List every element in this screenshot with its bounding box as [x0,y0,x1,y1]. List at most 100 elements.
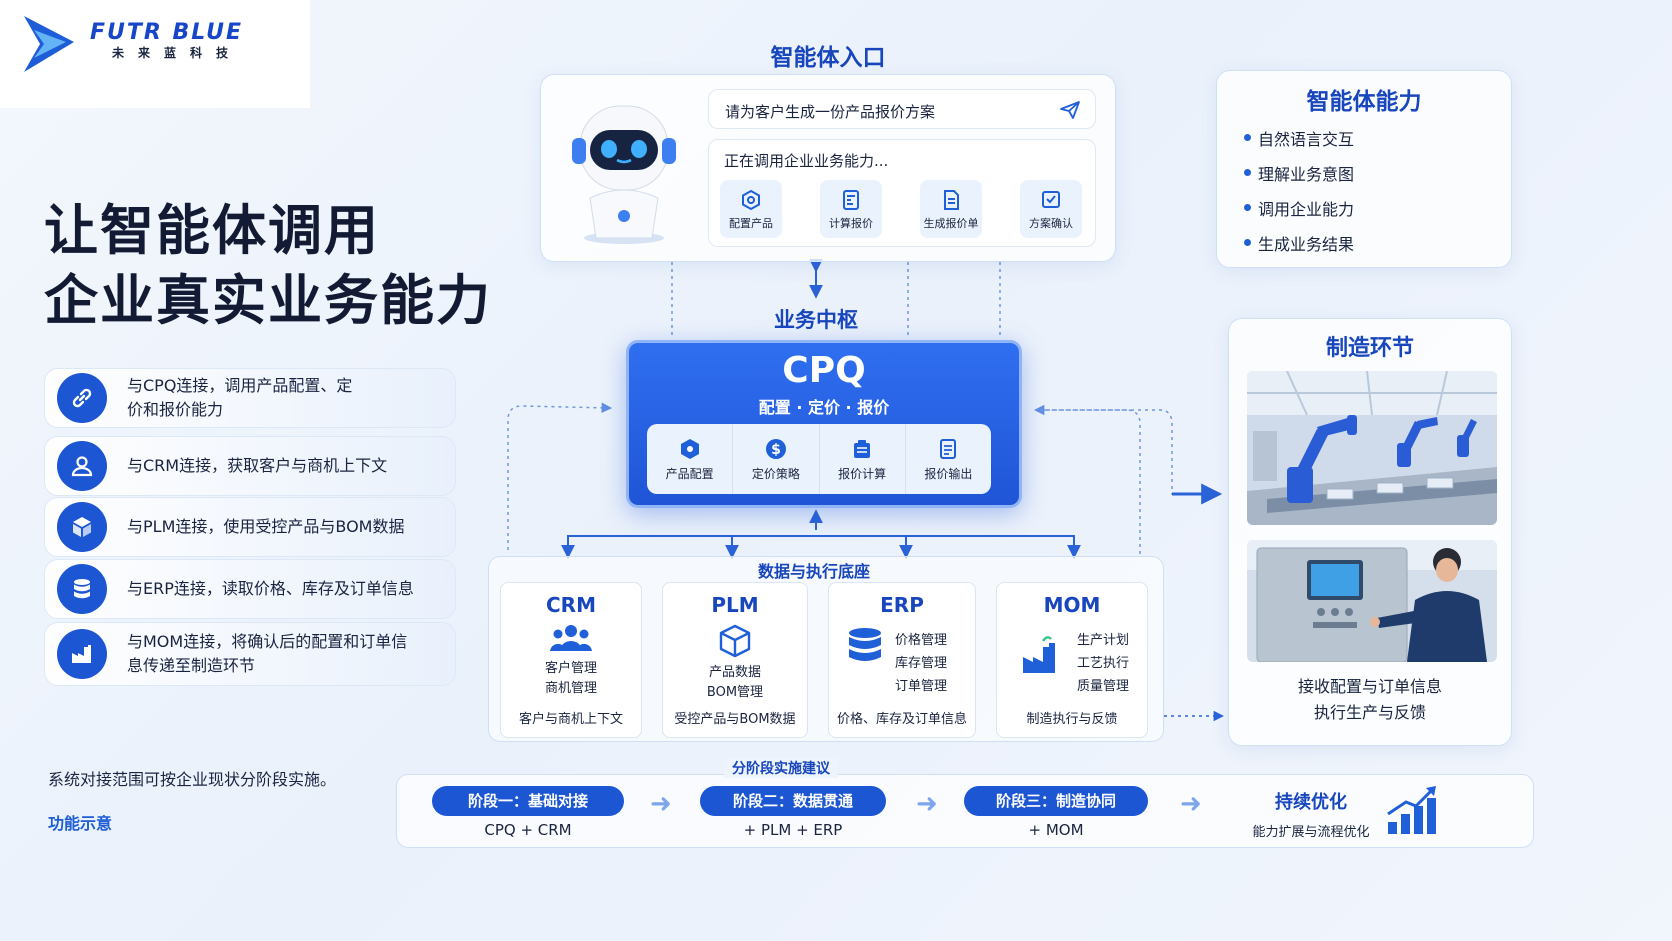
capability-item: 调用企业能力 [1243,196,1354,220]
feature-text: 与MOM连接，将确认后的配置和订单信息传递至制造环节 [127,632,408,675]
final-stage-sub: 能力扩展与流程优化 [1252,825,1370,840]
action-generate-quote[interactable]: 生成报价单 [920,180,982,238]
prompt-text: 请为客户生成一份产品报价方案 [725,103,936,121]
logo-mark-icon [24,16,74,72]
system-item: 工艺执行 [1077,656,1130,671]
stage-3-sub: + MOM [1028,821,1084,839]
stage-1-pill[interactable]: 阶段一：基础对接 [432,786,624,816]
module-product-config[interactable]: 产品配置 [647,424,734,494]
system-card-plm[interactable]: PLM 产品数据 BOM管理 受控产品与BOM数据 [662,582,808,738]
stage-2-sub: + PLM + ERP [743,821,843,839]
feature-text: 与PLM连接，使用受控产品与BOM数据 [127,517,405,536]
feature-item-erp: 与ERP连接，读取价格、库存及订单信息 [44,559,456,619]
headline-line-1: 让智能体调用 [44,199,380,262]
system-item: 质量管理 [1077,679,1130,694]
arrow-right-icon: ➜ [650,789,672,819]
module-label: 报价输出 [924,466,973,481]
feature-item-crm: 与CRM连接，获取客户与商机上下文 [44,436,456,496]
output-icon [940,438,957,459]
system-footer: 制造执行与反馈 [1026,712,1118,727]
calling-status: 正在调用企业业务能力... [724,152,889,170]
action-confirm[interactable]: 方案确认 [1020,180,1082,238]
operator-control-panel-image [1247,540,1497,662]
logo-text: FUTR BLUE [90,20,243,45]
module-label: 报价计算 [838,466,887,481]
demo-link[interactable]: 功能示意 [48,814,113,833]
system-name: CRM [546,593,596,617]
system-footer: 价格、库存及订单信息 [836,712,967,727]
action-label: 计算报价 [829,216,873,230]
feature-item-cpq: 与CPQ连接，调用产品配置、定价和报价能力 [44,368,456,428]
svg-text:$: $ [771,442,781,458]
database-icon [57,564,107,614]
module-quote-calculation[interactable]: 报价计算 [820,424,906,494]
system-card-erp[interactable]: ERP 价格管理 库存管理 订单管理 价格、库存及订单信息 [828,582,976,738]
manufacturing-title: 制造环节 [1325,336,1414,361]
cube-icon [57,502,107,552]
stage-2-pill[interactable]: 阶段二：数据贯通 [700,786,886,816]
implementation-note: 系统对接范围可按企业现状分阶段实施。 [48,770,337,789]
robot-arm-line-image [1247,371,1497,525]
module-quote-output[interactable]: 报价输出 [906,424,991,494]
action-label: 配置产品 [729,216,773,230]
arrow-right-icon: ➜ [916,789,938,819]
system-name: PLM [711,593,759,617]
action-calculate[interactable]: 计算报价 [820,180,882,238]
configure-icon [742,189,760,210]
factory-building-icon [1023,636,1055,673]
system-item: 客户管理 [544,661,597,676]
erp-items: 价格管理 库存管理 订单管理 [895,629,947,698]
capability-panel [1216,70,1512,268]
module-pricing-strategy[interactable]: $ 定价策略 [733,424,820,494]
capability-item: 理解业务意图 [1243,161,1354,185]
cpq-name: CPQ [782,350,866,391]
system-item: 产品数据 [708,665,761,680]
system-item: 生产计划 [1077,633,1130,648]
prompt-input[interactable]: 请为客户生成一份产品报价方案 [708,89,1096,129]
action-label: 方案确认 [1029,216,1073,230]
system-item: 库存管理 [895,656,948,671]
calculation-icon [854,439,871,458]
module-label: 定价策略 [751,466,800,481]
mom-items: 生产计划 工艺执行 质量管理 [1077,629,1129,698]
factory-icon [57,629,107,679]
action-configure[interactable]: 配置产品 [720,180,782,238]
stage-3-pill[interactable]: 阶段三：制造协同 [964,786,1148,816]
send-icon[interactable] [1059,100,1081,120]
action-label: 生成报价单 [923,216,979,230]
manufacturing-line-1: 接收配置与订单信息 [1297,677,1442,696]
manufacturing-line-2: 执行生产与反馈 [1313,703,1426,722]
capability-item: 自然语言交互 [1243,126,1354,150]
database-stack-icon [849,628,881,661]
system-footer: 受控产品与BOM数据 [674,712,796,727]
system-item: 商机管理 [544,681,597,696]
cpq-subtitle: 配置 · 定价 · 报价 [758,398,890,417]
system-item: BOM管理 [706,685,764,700]
headline: 让智能体调用 企业真实业务能力 [44,196,492,336]
stages-title: 分阶段实施建议 [724,758,838,778]
agent-title: 智能体入口 [770,45,886,71]
stage-1-sub: CPQ + CRM [484,821,572,839]
feature-text: 与ERP连接，读取价格、库存及订单信息 [127,579,414,598]
system-card-crm[interactable]: CRM 客户管理 商机管理 客户与商机上下文 [500,582,642,738]
product-config-icon [680,438,699,459]
cpq-modules: 产品配置 $ 定价策略 报价计算 报价输出 [647,424,991,494]
final-stage-title: 持续优化 [1275,792,1347,813]
dollar-icon: $ [765,438,786,459]
feature-text: 与CPQ连接，调用产品配置、定价和报价能力 [127,376,353,419]
hub-title: 业务中枢 [774,308,858,332]
growth-chart-icon [1387,786,1436,834]
calculator-icon [843,189,859,210]
system-item: 价格管理 [895,633,948,648]
link-icon [57,373,107,423]
feature-text: 与CRM连接，获取客户与商机上下文 [127,456,388,475]
data-base-title: 数据与执行底座 [757,562,870,581]
feature-item-mom: 与MOM连接，将确认后的配置和订单信息传递至制造环节 [44,622,456,686]
system-name: ERP [880,593,924,617]
user-icon [57,441,107,491]
document-icon [944,189,959,210]
system-card-mom[interactable]: MOM 生产计划 工艺执行 质量管理 制造执行与反馈 [996,582,1148,738]
users-icon [550,625,592,651]
system-item: 订单管理 [895,679,948,694]
